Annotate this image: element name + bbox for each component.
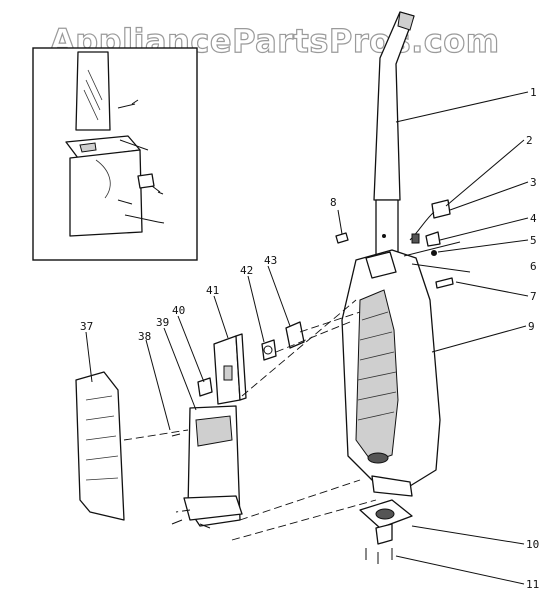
callout-11: 11 [526,578,539,591]
inset-detail [32,47,198,261]
handle-assembly [373,11,415,256]
callout-37: 37 [80,320,93,333]
callout-1: 1 [530,86,537,99]
callout-4: 4 [530,212,537,225]
callout-40: 40 [172,304,185,317]
callout-41: 41 [206,284,219,297]
body-housing [341,249,441,497]
callout-5: 5 [530,234,537,247]
callout-39: 39 [156,316,169,329]
callout-43: 43 [264,254,277,267]
callout-3: 3 [530,176,537,189]
callout-10: 10 [526,538,539,551]
small-parts-right [335,199,471,289]
callout-42: 42 [240,264,253,277]
callout-6: 6 [530,260,537,273]
callout-7: 7 [530,290,537,303]
bag-and-column [75,371,377,541]
callout-numbers: 1 2 3 4 5 6 7 8 9 10 11 37 38 39 40 41 4… [80,86,539,591]
callout-2: 2 [526,134,533,147]
base-plate [359,499,413,564]
bracket-parts [197,299,361,405]
callout-38: 38 [138,330,151,343]
callout-8: 8 [330,196,337,209]
leader-lines [85,91,529,585]
callout-9: 9 [528,320,535,333]
